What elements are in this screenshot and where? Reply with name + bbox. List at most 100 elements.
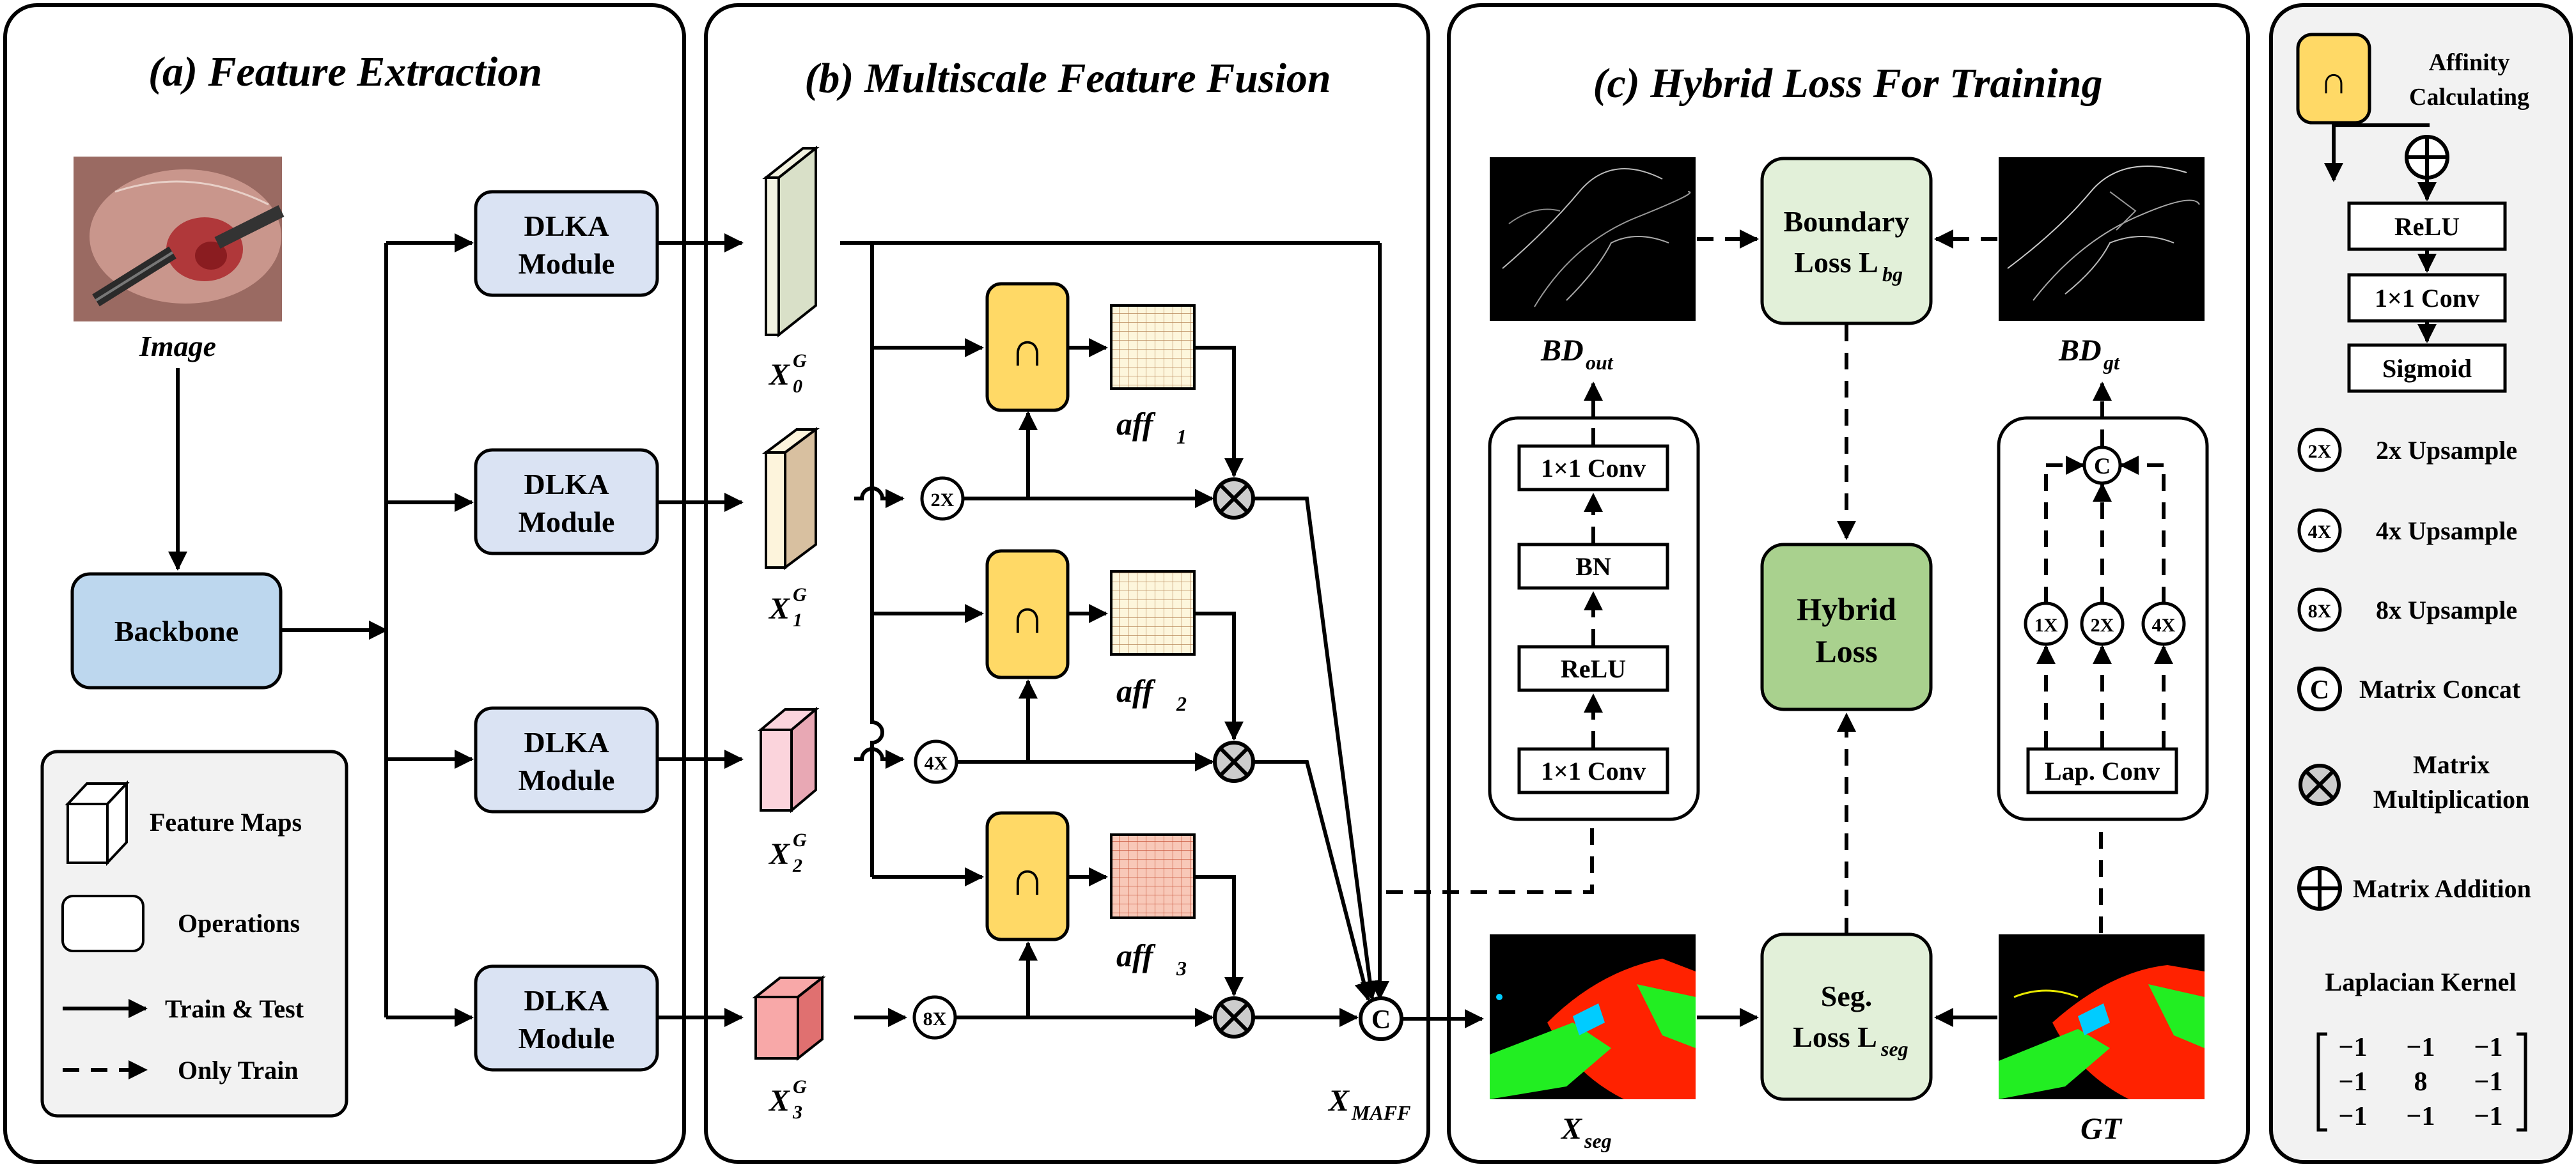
backbone-block	[70, 572, 283, 690]
legend-concat-icon: C	[2297, 667, 2342, 711]
legend-concat-text: Matrix Concat	[2359, 675, 2521, 704]
legend-feature-maps: Feature Maps	[150, 808, 302, 837]
svg-text:G: G	[793, 1076, 807, 1097]
conv1x1-bottom-block: 1×1 Conv	[1517, 747, 1669, 794]
svg-text:X: X	[1327, 1084, 1350, 1118]
svg-text:BD: BD	[2058, 334, 2102, 367]
svg-text:out: out	[1586, 351, 1614, 374]
svg-text:DLKA: DLKA	[524, 984, 609, 1017]
svg-text:4X: 4X	[925, 753, 948, 774]
svg-text:Boundary: Boundary	[1784, 205, 1910, 238]
svg-text:BD: BD	[1540, 334, 1584, 367]
xmaff-label: X MAFF	[1327, 1084, 1410, 1124]
svg-text:Module: Module	[519, 1022, 615, 1055]
feature-map-x2	[757, 706, 820, 814]
svg-text:Loss: Loss	[1815, 633, 1877, 669]
legend-train-test: Train & Test	[165, 994, 304, 1023]
multiply-node-3	[1215, 998, 1253, 1037]
legend-up2-text: 2x Upsample	[2376, 436, 2517, 465]
operations-icon	[61, 895, 144, 952]
svg-text:Module: Module	[519, 247, 615, 280]
svg-text:C: C	[2310, 676, 2329, 705]
svg-text:8X: 8X	[923, 1009, 947, 1030]
svg-text:∩: ∩	[2320, 59, 2347, 102]
svg-text:Loss L: Loss L	[1793, 1021, 1877, 1053]
lap-upsample-4x: 4X	[2141, 601, 2186, 646]
svg-text:BN: BN	[1575, 552, 1611, 581]
svg-text:G: G	[793, 350, 807, 371]
conv1x1-top-block: 1×1 Conv	[1517, 444, 1669, 491]
bn-block: BN	[1517, 543, 1669, 590]
svg-text:0: 0	[793, 376, 802, 397]
legend-mult-line2: Multiplication	[2373, 785, 2529, 814]
svg-text:Hybrid: Hybrid	[1797, 591, 1896, 627]
dlka-module-1: DLKA Module	[474, 190, 659, 297]
svg-text:DLKA: DLKA	[524, 726, 609, 759]
laplacian-kernel-matrix: −1 −1 −1 −1 8 −1 −1 −1 −1	[2316, 1032, 2527, 1132]
feature-map-x1	[762, 427, 820, 570]
x3-label: X G 3	[768, 1076, 807, 1123]
dlka-module-4: DLKA Module	[474, 964, 659, 1072]
legend-only-train: Only Train	[178, 1056, 299, 1085]
svg-text:bg: bg	[1882, 263, 1903, 286]
hybrid-loss-block: Hybrid Loss	[1760, 543, 1933, 711]
aff1-label: aff 1	[1116, 406, 1187, 448]
xseg-label: X seg	[1560, 1112, 1612, 1152]
concat-node: C	[1359, 996, 1403, 1041]
aff3-label: aff 3	[1116, 938, 1187, 980]
affinity-block-3: ∩	[985, 811, 1070, 941]
panel-c-title: (c) Hybrid Loss For Training	[1593, 60, 2103, 107]
upsample-2x: 2X	[920, 476, 965, 521]
svg-text:−1: −1	[2474, 1033, 2503, 1062]
lap-conv-block: Lap. Conv	[2026, 747, 2178, 794]
bd-gt-label: BD gt	[2058, 334, 2120, 374]
x0-label: X G 0	[768, 350, 807, 397]
svg-text:C: C	[1371, 1005, 1391, 1035]
svg-text:8X: 8X	[2308, 601, 2332, 622]
svg-text:Sigmoid: Sigmoid	[2382, 354, 2472, 383]
svg-text:G: G	[793, 584, 807, 605]
svg-text:X: X	[1560, 1112, 1582, 1146]
svg-text:aff: aff	[1116, 406, 1156, 442]
legend-operations: Operations	[178, 909, 300, 938]
svg-text:Module: Module	[519, 764, 615, 796]
svg-text:1X: 1X	[2034, 615, 2058, 636]
svg-text:gt: gt	[2103, 351, 2120, 374]
panel-a-title: (a) Feature Extraction	[148, 49, 542, 95]
svg-text:X: X	[768, 592, 790, 626]
svg-text:∩: ∩	[1010, 323, 1045, 376]
svg-text:X: X	[768, 837, 790, 871]
legend-affinity-line1: Affinity	[2429, 49, 2510, 76]
image-label: Image	[139, 330, 216, 362]
dlka-module-2: DLKA Module	[474, 448, 659, 555]
svg-text:3: 3	[792, 1102, 802, 1123]
svg-text:−1: −1	[2407, 1033, 2435, 1062]
upsample-4x: 4X	[914, 739, 958, 784]
multiply-node-1	[1215, 479, 1253, 518]
bd-out-label: BD out	[1540, 334, 1614, 374]
svg-text:aff: aff	[1116, 938, 1156, 973]
svg-text:Seg.: Seg.	[1821, 980, 1873, 1012]
aff2-matrix	[1110, 570, 1196, 656]
svg-text:1×1 Conv: 1×1 Conv	[2375, 284, 2479, 313]
svg-text:2X: 2X	[931, 490, 955, 511]
svg-text:−1: −1	[2339, 1067, 2368, 1097]
svg-text:DLKA: DLKA	[524, 210, 609, 242]
legend-up8-text: 8x Upsample	[2376, 596, 2517, 624]
svg-text:seg: seg	[1584, 1129, 1612, 1152]
svg-text:ReLU: ReLU	[1561, 654, 1626, 683]
x1-label: X G 1	[768, 584, 807, 631]
legend-add-icon	[2297, 866, 2342, 911]
multiply-node-2	[1215, 743, 1253, 781]
legend-kernel-title: Laplacian Kernel	[2325, 968, 2517, 996]
lap-upsample-1x: 1X	[2024, 601, 2068, 646]
legend-up2-icon: 2X	[2297, 428, 2342, 472]
bd-head-container	[1488, 416, 1700, 821]
backbone-label: Backbone	[114, 615, 238, 647]
surgical-image	[74, 157, 285, 321]
lap-upsample-2x: 2X	[2080, 601, 2125, 646]
x2-label: X G 2	[768, 830, 807, 876]
svg-text:2: 2	[1176, 692, 1187, 715]
svg-text:∩: ∩	[1010, 852, 1045, 906]
legend-multiply-icon	[2300, 766, 2339, 804]
